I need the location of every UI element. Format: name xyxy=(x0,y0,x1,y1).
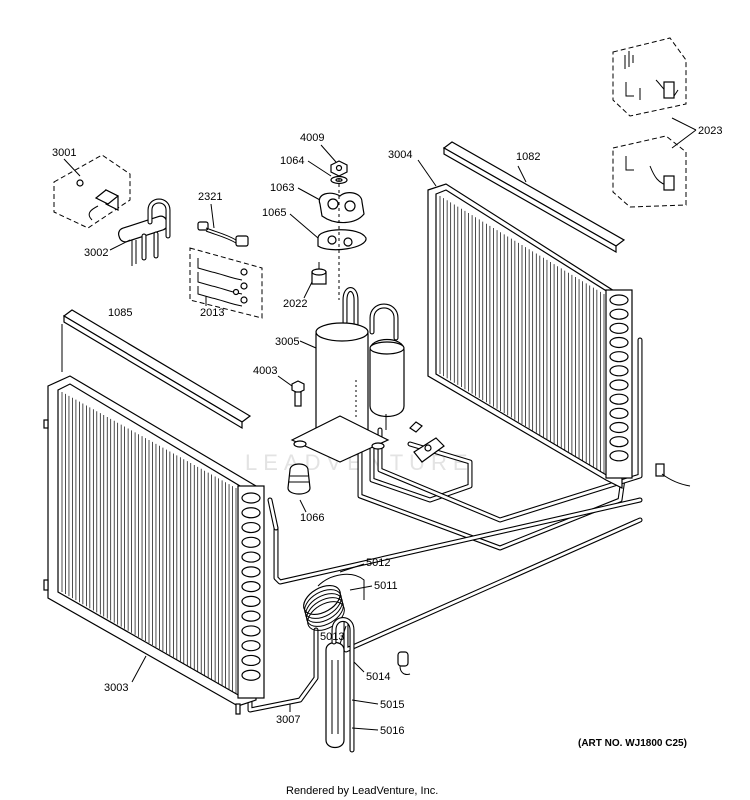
compressor-3005[interactable] xyxy=(290,322,405,463)
refrigerant-piping xyxy=(247,287,643,713)
callout-1063: 1063 xyxy=(270,182,294,194)
callout-1066: 1066 xyxy=(300,512,324,524)
callout-3004: 3004 xyxy=(388,149,412,161)
callout-5013: 5013 xyxy=(320,631,344,643)
return-bend xyxy=(241,566,261,578)
callout-4003: 4003 xyxy=(253,365,277,377)
condenser-coil-3004[interactable] xyxy=(427,183,633,489)
reversing-valve-3001-group[interactable] xyxy=(53,154,131,229)
art-number: (ART NO. WJ1800 C25) xyxy=(578,738,687,749)
return-bend xyxy=(241,507,261,519)
return-bend xyxy=(241,551,261,563)
callout-3002: 3002 xyxy=(84,247,108,259)
callout-3007: 3007 xyxy=(276,714,300,726)
footer-credit: Rendered by LeadVenture, Inc. xyxy=(286,785,438,797)
callout-3003: 3003 xyxy=(104,682,128,694)
nut-4009[interactable] xyxy=(330,160,348,177)
return-bend xyxy=(241,581,261,593)
return-bend xyxy=(241,492,261,504)
coil-return-bends-right xyxy=(609,294,629,462)
return-bend xyxy=(609,294,629,306)
return-bend xyxy=(241,625,261,637)
bolt-4003[interactable] xyxy=(291,380,305,407)
return-bend xyxy=(609,308,629,320)
return-bend xyxy=(609,407,629,419)
return-bend xyxy=(241,521,261,534)
callout-1065: 1065 xyxy=(262,207,286,219)
return-bend xyxy=(241,669,261,681)
coil-return-bends-left xyxy=(241,492,261,681)
return-bend xyxy=(609,351,629,363)
callout-2023: 2023 xyxy=(698,125,722,137)
grommet-1066[interactable] xyxy=(287,463,311,495)
callout-1085: 1085 xyxy=(108,307,132,319)
return-bend xyxy=(241,610,261,622)
return-bend xyxy=(241,640,261,652)
accumulator-5013[interactable] xyxy=(325,617,355,753)
tube-clamp[interactable] xyxy=(409,421,445,463)
grommet-2022[interactable] xyxy=(311,262,327,285)
coil-fins-left xyxy=(61,392,237,694)
gasket-1065[interactable] xyxy=(317,229,367,251)
seal-strip-1085[interactable] xyxy=(62,309,252,430)
terminal-cover-1063[interactable] xyxy=(318,192,365,224)
callout-5015: 5015 xyxy=(380,699,404,711)
callout-2321: 2321 xyxy=(198,191,222,203)
return-bend xyxy=(241,595,261,607)
reversing-valve-body-3002[interactable] xyxy=(117,198,171,266)
wiring-harness-2023-group[interactable] xyxy=(612,37,697,208)
return-bend xyxy=(609,393,629,405)
thermistor-sensor-right[interactable] xyxy=(655,463,691,487)
callout-2022: 2022 xyxy=(283,298,307,310)
seal-strip-1082[interactable] xyxy=(442,141,626,254)
fitting-5014[interactable] xyxy=(397,651,411,675)
callout-1064: 1064 xyxy=(280,155,304,167)
return-bend xyxy=(609,379,629,391)
callout-1082: 1082 xyxy=(516,151,540,163)
capillary-coil-5011[interactable] xyxy=(299,573,365,636)
callout-5011: 5011 xyxy=(374,580,398,592)
callout-5016: 5016 xyxy=(380,725,404,737)
coil-fins-right xyxy=(439,196,605,474)
return-bend xyxy=(609,421,629,434)
evaporator-coil-3003[interactable] xyxy=(43,375,265,715)
callout-3001: 3001 xyxy=(52,147,76,159)
return-bend xyxy=(609,436,629,448)
return-bend xyxy=(241,536,261,548)
callout-2013: 2013 xyxy=(200,307,224,319)
callout-5014: 5014 xyxy=(366,671,390,683)
return-bend xyxy=(241,654,261,667)
return-bend xyxy=(609,450,629,462)
cable-2321[interactable] xyxy=(197,221,249,247)
return-bend xyxy=(609,365,629,377)
return-bend xyxy=(609,336,629,349)
wire-set-2013[interactable] xyxy=(189,247,263,319)
return-bend xyxy=(609,322,629,334)
callout-4009: 4009 xyxy=(300,132,324,144)
callout-3005: 3005 xyxy=(275,336,299,348)
callout-5012: 5012 xyxy=(366,557,390,569)
